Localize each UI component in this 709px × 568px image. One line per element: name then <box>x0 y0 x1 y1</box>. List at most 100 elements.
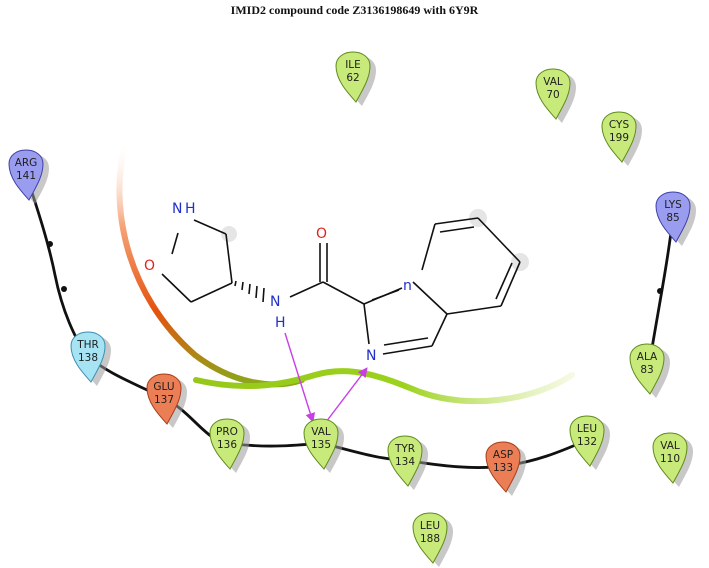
bond <box>434 217 479 225</box>
bond <box>421 223 436 271</box>
residue-number: 83 <box>640 364 653 376</box>
isoxazolidine-ring <box>161 219 233 303</box>
stereo-wedge <box>234 280 265 303</box>
residue-number: 135 <box>311 439 331 451</box>
residue-marker <box>655 191 691 243</box>
backbone-node <box>61 286 67 292</box>
residue-name: LYS <box>664 199 682 211</box>
backbone-chain-lys-ala <box>648 215 675 361</box>
pocket-contour <box>116 137 575 405</box>
atom-label-o: O <box>144 258 155 274</box>
bond <box>190 282 233 303</box>
residue-marker <box>8 149 44 201</box>
backbone-node <box>657 288 663 294</box>
residue-number: 137 <box>154 394 174 406</box>
bond <box>171 232 179 255</box>
imidazopyridine-ring <box>363 217 521 355</box>
residue-name: TYR <box>394 443 415 455</box>
residue-name: GLU <box>153 381 174 393</box>
pocket-contour-green <box>193 368 575 405</box>
residue-name: PRO <box>216 426 238 438</box>
residue-number: 188 <box>420 533 440 545</box>
residue-marker <box>335 51 371 103</box>
bond <box>193 219 227 235</box>
residue-name: VAL <box>660 440 680 452</box>
bond <box>412 281 448 315</box>
exposure-halo <box>221 226 237 242</box>
residue-marker <box>209 418 245 470</box>
residue-marker <box>70 331 106 383</box>
bond <box>371 289 400 301</box>
residue-marker <box>387 435 423 487</box>
atom-label-n: N <box>172 201 182 217</box>
backbone-node <box>47 241 53 247</box>
residue-number: 110 <box>660 453 680 465</box>
bond <box>477 217 521 263</box>
atom-label-bridgehead-n: n <box>403 278 412 294</box>
residue-marker <box>629 343 665 395</box>
residue-name: CYS <box>609 119 630 131</box>
bond <box>495 262 513 300</box>
residue-marker <box>485 441 521 493</box>
amide-bonds <box>289 243 365 305</box>
atom-label-carbonyl-o: O <box>316 226 327 242</box>
residue-name: THR <box>76 339 99 351</box>
hbond-arrow-val135-to-n <box>325 367 368 423</box>
residue-number: 141 <box>16 170 36 182</box>
residue-name: LEU <box>577 423 597 435</box>
residue-marker <box>146 373 182 425</box>
residue-number: 133 <box>493 462 513 474</box>
residue-name: VAL <box>543 76 563 88</box>
bond <box>225 233 233 284</box>
residue-number: 134 <box>395 456 415 468</box>
residue-marker <box>569 415 605 467</box>
residue-name: LEU <box>420 520 440 532</box>
bond <box>161 273 192 303</box>
residue-number: 70 <box>546 89 559 101</box>
bond <box>439 226 475 233</box>
residue-name: VAL <box>311 426 331 438</box>
residue-name: ILE <box>345 59 361 71</box>
ligand-structure: N H O O N H n N <box>144 201 529 364</box>
bond <box>382 345 433 355</box>
residue-number: 138 <box>78 352 98 364</box>
residue-marker <box>535 68 571 120</box>
hbond-arrow-nh-to-val135 <box>284 332 316 423</box>
residue-number: 136 <box>217 439 237 451</box>
bond <box>383 337 429 346</box>
atom-label-imidazole-n: N <box>366 348 376 364</box>
hydrogen-bonds <box>284 332 368 423</box>
residue-name: ALA <box>637 351 658 363</box>
residue-marker <box>652 432 688 484</box>
residue-marker <box>303 418 339 470</box>
residue-marker <box>601 111 637 163</box>
bond <box>289 281 324 298</box>
bond <box>322 281 365 305</box>
residue-marker <box>412 512 448 564</box>
residue-number: 85 <box>666 212 679 224</box>
residue-number: 62 <box>346 72 359 84</box>
residue-number: 199 <box>609 132 629 144</box>
bond <box>363 303 370 345</box>
residue-name: ARG <box>15 157 38 169</box>
exposure-halos <box>221 209 529 271</box>
bond <box>500 261 521 307</box>
atom-label-amide-h: H <box>275 315 286 331</box>
backbone-chain <box>24 173 588 470</box>
